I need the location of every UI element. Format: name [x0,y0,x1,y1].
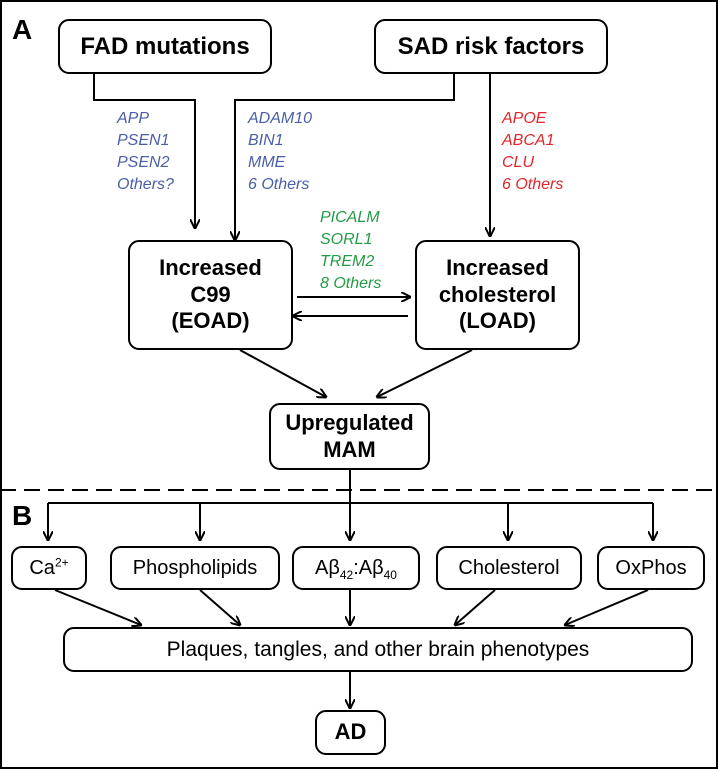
arrow-chol-to-mam [377,349,473,397]
abeta-ratio-box: Aβ42:Aβ40 [292,546,420,590]
gene: MME [248,154,286,171]
arrow-oxphos-to-pheno [565,589,649,625]
gene: APOE [502,110,547,127]
gene: SORL1 [320,231,373,248]
arrow-ca-to-pheno [54,589,141,625]
ad-box: AD [315,710,386,755]
fad-gene-list: APP PSEN1 PSEN2 Others? [117,108,174,196]
cholesterol-output-label: Cholesterol [458,556,560,579]
chol-line1: Increased [446,254,549,280]
phospholipids-box: Phospholipids [110,546,280,590]
mam-line2: MAM [323,436,376,462]
gene: BIN1 [248,132,284,149]
chol-line2: cholesterol [438,281,557,307]
gene: ADAM10 [248,110,313,127]
arrow-phospho-to-pheno [199,589,240,625]
abeta-ratio-label: Aβ42:Aβ40 [315,556,397,582]
calcium-label: Ca2+ [29,555,69,579]
increased-c99-box: Increased C99 (EOAD) [128,240,293,350]
mam-line1: Upregulated [285,409,414,435]
gene: PSEN2 [117,154,170,171]
c99-line3: (EOAD) [171,308,250,334]
panel-label-b: B [12,500,33,531]
phospholipids-label: Phospholipids [132,556,258,579]
gene: 6 Others [502,176,564,193]
gene: PSEN1 [117,132,170,149]
sad-chol-gene-list: APOE ABCA1 CLU 6 Others [502,108,563,196]
oxphos-label: OxPhos [615,556,687,579]
arrow-c99-to-mam [239,349,326,397]
gene: PICALM [320,209,380,226]
ad-label: AD [334,719,367,745]
c99-line2: C99 [190,281,231,307]
gene: CLU [502,154,535,171]
sad-c99-gene-list: ADAM10 BIN1 MME 6 Others [248,108,312,196]
gene: APP [117,110,150,127]
phenotypes-label: Plaques, tangles, and other brain phenot… [166,637,590,661]
gene: Others? [117,176,174,193]
fad-mutations-box: FAD mutations [58,19,272,74]
gene: 8 Others [320,275,382,292]
gene: ABCA1 [502,132,555,149]
upregulated-mam-box: Upregulated MAM [269,403,430,470]
oxphos-box: OxPhos [597,546,705,590]
phenotypes-box: Plaques, tangles, and other brain phenot… [63,627,693,672]
chol-line3: (LOAD) [459,308,536,334]
calcium-box: Ca2+ [11,546,87,590]
sad-risk-factors-box: SAD risk factors [374,19,608,74]
shared-gene-list: PICALM SORL1 TREM2 8 Others [320,207,381,295]
increased-cholesterol-box: Increased cholesterol (LOAD) [415,240,580,350]
gene: 6 Others [248,176,310,193]
arrow-chol-to-pheno [455,589,496,625]
cholesterol-output-box: Cholesterol [436,546,582,590]
arrow-sad-to-c99 [235,74,455,240]
arrow-fad-to-c99 [93,74,195,228]
panel-label-a: A [12,14,33,45]
gene: TREM2 [320,253,375,270]
c99-line1: Increased [159,254,262,280]
sad-risk-factors-label: SAD risk factors [397,32,585,60]
fad-mutations-label: FAD mutations [80,32,250,60]
